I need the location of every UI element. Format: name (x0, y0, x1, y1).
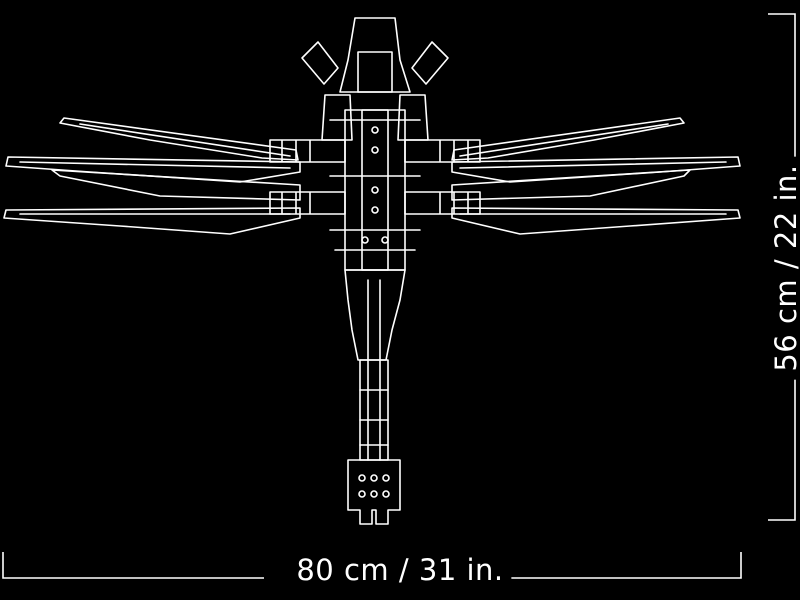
upper-left-wing (59, 117, 299, 161)
thorax-plating (329, 119, 421, 251)
left-joint-lower (269, 191, 346, 215)
tail-tip (347, 459, 401, 525)
width-dimension-label: 80 cm / 31 in. (288, 553, 512, 587)
abdomen (344, 269, 406, 525)
head-left-cheek (321, 94, 353, 141)
left-joint-upper (269, 139, 346, 163)
left-eye (301, 41, 339, 85)
mid-left-wing (5, 156, 301, 183)
right-joint-upper (404, 139, 481, 163)
head (301, 17, 449, 141)
upper-left-wing-inner (79, 123, 291, 157)
lower-left-wing-a (51, 169, 301, 201)
wings (3, 117, 741, 235)
width-dimension-line (2, 552, 742, 579)
mid-right-wing (451, 156, 741, 183)
upper-right-wing (451, 117, 685, 161)
abdomen-mid-lines (359, 279, 389, 461)
height-dimension-label: 56 cm / 22 in. (769, 156, 800, 380)
lower-left-wing (3, 207, 301, 235)
mid-right-wing-inner (459, 161, 727, 169)
thorax (269, 109, 481, 271)
thorax-spine (361, 109, 389, 271)
right-joint-lower (404, 191, 481, 215)
right-eye (411, 41, 449, 85)
head-visor (357, 51, 393, 93)
height-dimension-line (768, 13, 796, 521)
lower-right-wing (451, 207, 741, 235)
lower-right-wing-a (451, 169, 691, 201)
head-shell (339, 17, 411, 93)
upper-right-wing-inner (459, 123, 669, 157)
mid-left-wing-inner (19, 161, 291, 169)
thorax-core (344, 109, 406, 271)
head-right-cheek (397, 94, 429, 141)
abdomen-upper (344, 269, 406, 361)
